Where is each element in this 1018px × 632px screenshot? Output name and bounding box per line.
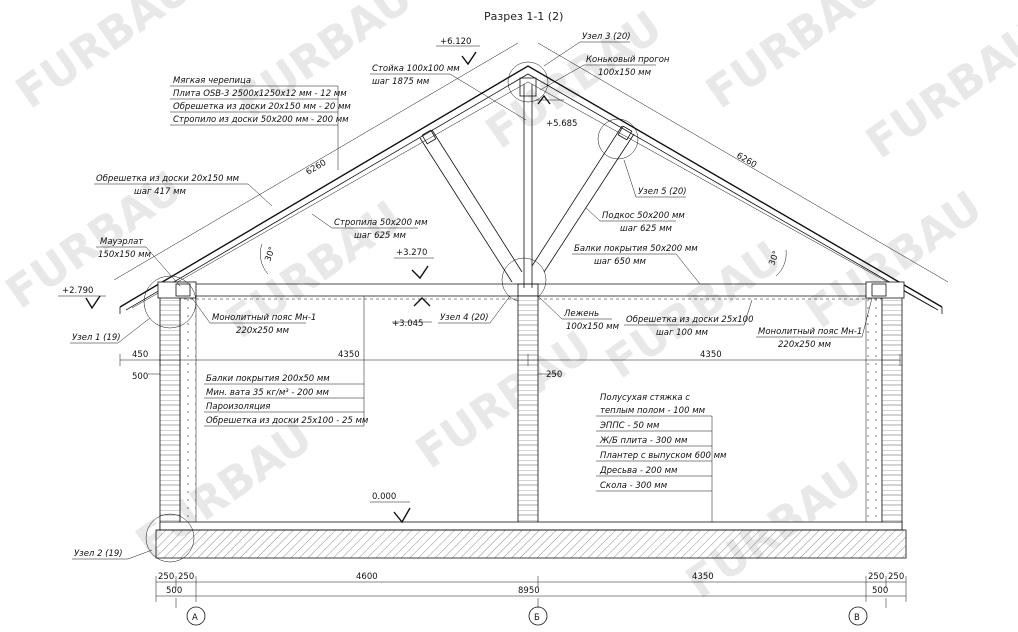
angle-left: 30° bbox=[263, 245, 278, 263]
ceiling-layer-1: Балки покрытия 200х50 мм bbox=[206, 374, 330, 384]
bdim-250-1: 250 bbox=[158, 572, 174, 582]
node2-label: Узел 2 (19) bbox=[74, 549, 123, 559]
ceiling-layer-3: Пароизоляция bbox=[206, 402, 270, 412]
walls bbox=[143, 275, 905, 531]
axis-c: В bbox=[854, 613, 860, 623]
bdim-250-2: 250 bbox=[178, 572, 194, 582]
dim-4350-left: 4350 bbox=[338, 350, 360, 360]
node4-label: Узел 4 (20) bbox=[440, 313, 489, 323]
watermark: FURBAU bbox=[407, 322, 601, 479]
node5-label: Узел 5 (20) bbox=[638, 187, 687, 197]
ridge-beam-size: 100х150 мм bbox=[598, 68, 652, 78]
node3-circle bbox=[507, 61, 549, 103]
grid-axes: А Б В bbox=[175, 598, 887, 626]
brace-step: шаг 625 мм bbox=[620, 224, 672, 234]
slope-dimension-right: 6260 bbox=[735, 151, 759, 170]
bdim-250-4: 250 bbox=[888, 572, 904, 582]
watermark: FURBAU bbox=[857, 12, 1018, 169]
watermark-layer: FURBAU FURBAU FURBAU FURBAU FURBAU FURBA… bbox=[0, 0, 1018, 609]
roof-layers-callout: Мягкая черепица Плита OSB-3 2500х1250х12… bbox=[170, 76, 351, 170]
ridge-beam-label: Коньковый прогон bbox=[586, 55, 670, 65]
post-step-label: шаг 1875 мм bbox=[372, 77, 430, 87]
ceiling-layer-2: Мин. вата 35 кг/м³ - 200 мм bbox=[206, 388, 330, 398]
bdim-500-right: 500 bbox=[872, 586, 888, 596]
roof-framing bbox=[419, 61, 639, 303]
drawing-title: Разрез 1-1 (2) bbox=[484, 10, 563, 23]
batten-step: шаг 417 мм bbox=[134, 187, 186, 197]
mauerlat-label: Мауэрлат bbox=[100, 237, 144, 247]
level-ceiling-bottom: +3.045 bbox=[392, 319, 423, 329]
mauerlat-size: 150х150 мм bbox=[98, 250, 152, 260]
node1-label: Узел 1 (19) bbox=[72, 333, 121, 343]
dim-500-wall: 500 bbox=[132, 372, 148, 382]
floor-layer-6: Скола - 300 мм bbox=[600, 481, 668, 491]
ceiling-batten-label: Обрешетка из доски 25х100 bbox=[626, 315, 754, 325]
post-label: Стойка 100х100 мм bbox=[372, 64, 460, 74]
bdim-4350: 4350 bbox=[692, 572, 714, 582]
level-ridge-top: +6.120 bbox=[440, 37, 471, 47]
roof-layer-3: Обрешетка из доски 20х150 мм - 20 мм bbox=[173, 102, 351, 112]
dim-450: 450 bbox=[132, 350, 148, 360]
ceiling-layers-callout: Балки покрытия 200х50 мм Мин. вата 35 кг… bbox=[204, 296, 369, 427]
dim-250-inner: 250 bbox=[546, 370, 562, 380]
upper-dimensions: 450 4350 4350 500 250 bbox=[119, 350, 901, 382]
callout-labels: Стойка 100х100 мм шаг 1875 мм Узел 3 (20… bbox=[70, 32, 873, 560]
bottom-dimensions: 250 250 4600 4350 250 250 500 8950 500 bbox=[155, 572, 907, 602]
lezhen-size: 100х150 мм bbox=[566, 322, 620, 332]
node1-circle bbox=[143, 275, 197, 329]
axis-b: Б bbox=[534, 613, 540, 623]
angle-right: 30° bbox=[767, 249, 782, 267]
floor-layer-4: Плантер с выпуском 600 мм bbox=[600, 451, 727, 461]
level-ceiling-top: +3.270 bbox=[396, 248, 427, 258]
floor-slab bbox=[145, 513, 907, 563]
lezhen-label: Лежень bbox=[563, 309, 599, 319]
batten-label: Обрешетка из доски 20х150 мм bbox=[96, 174, 240, 184]
floor-layer-1b: теплым полом - 100 мм bbox=[600, 406, 706, 416]
dim-4350-right: 4350 bbox=[700, 350, 722, 360]
bdim-500-left: 500 bbox=[166, 586, 182, 596]
ceiling-layer-4: Обрешетка из доски 25х100 - 25 мм bbox=[206, 416, 369, 426]
watermark: FURBAU bbox=[597, 232, 791, 389]
floor-layer-2: ЭППС - 50 мм bbox=[599, 421, 660, 431]
belt-left-size: 220х250 мм bbox=[236, 326, 290, 336]
level-markers: +6.120 +5.685 +3.270 +3.045 +2.790 0.000 bbox=[58, 37, 577, 524]
bdim-4600: 4600 bbox=[356, 572, 378, 582]
rafter-step: шаг 625 мм bbox=[354, 231, 406, 241]
roof-layer-4: Стропило из доски 50х200 мм - 200 мм bbox=[173, 115, 349, 125]
node2-circle bbox=[145, 513, 195, 563]
watermark: FURBAU bbox=[697, 0, 891, 119]
floor-layer-3: Ж/Б плита - 300 мм bbox=[599, 436, 688, 446]
ceiling-beam-step: шаг 650 мм bbox=[594, 257, 646, 267]
watermark: FURBAU bbox=[477, 2, 671, 159]
slope-dimension-left: 6260 bbox=[304, 158, 328, 178]
belt-left-label: Монолитный пояс Мн-1 bbox=[212, 313, 316, 323]
level-eave: +2.790 bbox=[62, 286, 93, 296]
belt-right-size: 220х250 мм bbox=[778, 340, 832, 350]
node3-label: Узел 3 (20) bbox=[582, 32, 631, 42]
floor-layers-callout: Полусухая стяжка с теплым полом - 100 мм… bbox=[596, 393, 727, 522]
belt-right-label: Монолитный пояс Мн-1 bbox=[758, 327, 862, 337]
bdim-250-3: 250 bbox=[868, 572, 884, 582]
bdim-8950: 8950 bbox=[518, 586, 540, 596]
ceiling-batten-step: шаг 100 мм bbox=[656, 328, 708, 338]
level-ridge-under: +5.685 bbox=[546, 119, 577, 129]
level-floor: 0.000 bbox=[372, 492, 396, 502]
floor-layer-5: Дресьва - 200 мм bbox=[599, 466, 678, 476]
floor-layer-1a: Полусухая стяжка с bbox=[600, 393, 690, 403]
brace-label: Подкос 50х200 мм bbox=[602, 211, 685, 221]
node5-circle bbox=[597, 118, 639, 160]
axis-a: А bbox=[192, 613, 198, 623]
rafter-label: Стропила 50х200 мм bbox=[334, 218, 428, 228]
ceiling-beam-label: Балки покрытия 50х200 мм bbox=[574, 244, 698, 254]
roof-layer-1: Мягкая черепица bbox=[173, 76, 251, 86]
roof-layer-2: Плита OSB-3 2500х1250х12 мм - 12 мм bbox=[173, 89, 347, 99]
